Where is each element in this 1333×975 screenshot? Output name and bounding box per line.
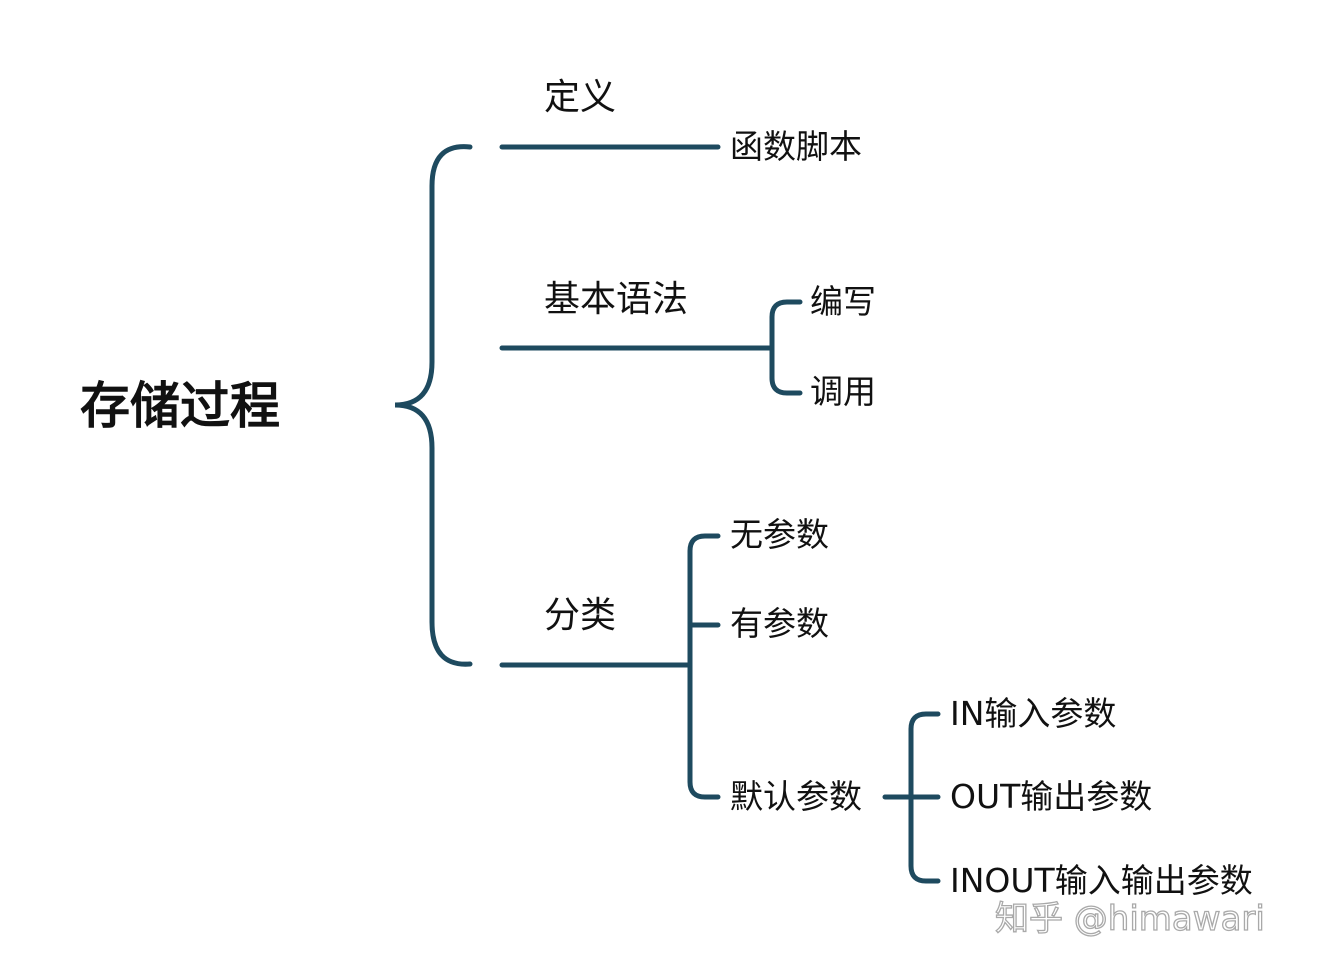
watermark-text: 知乎 @himawari <box>994 899 1265 939</box>
root-node-stored-procedure: 存储过程 <box>80 377 280 435</box>
root-curly-brace <box>394 144 473 667</box>
leaf-inout-param: INOUT输入输出参数 <box>950 861 1253 900</box>
leaf-default-params: 默认参数 <box>730 777 862 816</box>
branch-category: 分类 <box>544 595 617 636</box>
leaf-function-script: 函数脚本 <box>730 127 862 166</box>
leaf-no-params: 无参数 <box>730 515 829 554</box>
syntax-bracket <box>769 299 803 396</box>
branch-basic-syntax: 基本语法 <box>544 279 689 320</box>
leaf-out-param: OUT输出参数 <box>950 777 1153 816</box>
leaf-has-params: 有参数 <box>730 604 829 643</box>
branch-definition: 定义 <box>544 77 617 118</box>
leaf-call: 调用 <box>810 372 876 411</box>
leaf-in-param: IN输入参数 <box>950 694 1117 733</box>
leaf-write: 编写 <box>810 282 876 321</box>
category-bracket <box>687 533 721 800</box>
